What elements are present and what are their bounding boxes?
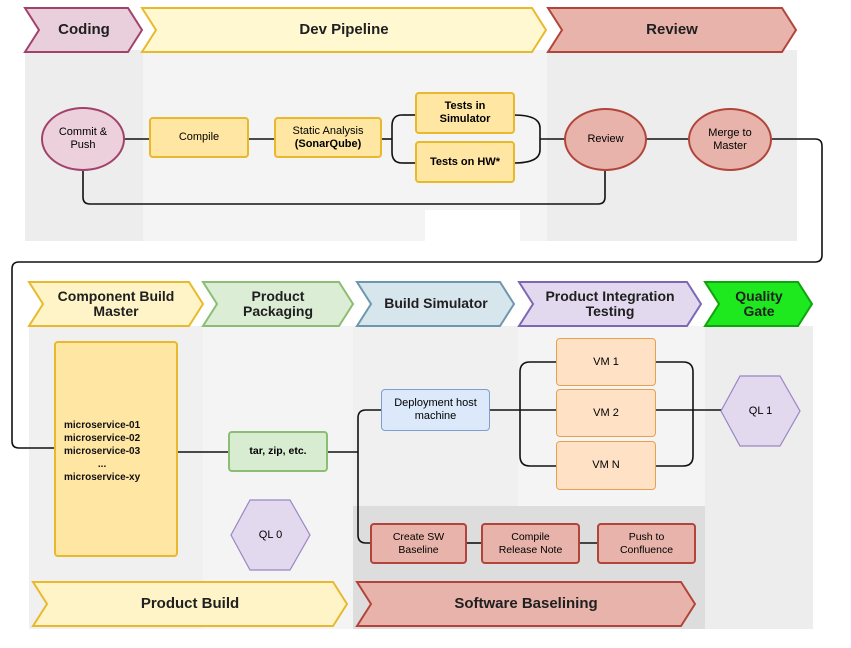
component-build-chevron xyxy=(27,281,205,327)
create-sw-baseline-node: Create SW Baseline xyxy=(370,523,467,564)
dev-pipeline-chevron xyxy=(140,7,548,53)
merge-master-node: Merge to Master xyxy=(688,108,772,171)
product-packaging-panel xyxy=(203,326,353,629)
microservice-item: microservice-xy xyxy=(64,472,141,483)
vmn-node: VM N xyxy=(556,441,656,490)
ql1-node: QL 1 xyxy=(721,376,800,446)
merge-master-label: Merge to Master xyxy=(708,126,752,152)
quality-gate-chevron xyxy=(703,281,814,327)
vm2-node: VM 2 xyxy=(556,389,656,437)
create-sw-baseline-label: Create SW Baseline xyxy=(392,531,445,556)
ql0-hexagon xyxy=(230,499,311,571)
archive-node: tar, zip, etc. xyxy=(228,431,328,472)
microservice-item: microservice-02 xyxy=(64,433,141,444)
edge-archive-baseline xyxy=(357,452,370,544)
tests-hw-label: Tests on HW* xyxy=(429,155,501,168)
white-patch xyxy=(425,210,520,241)
push-confluence-node: Push to Confluence xyxy=(597,523,696,564)
push-confluence-label: Push to Confluence xyxy=(619,531,674,556)
stage-coding: Coding xyxy=(58,20,110,38)
compile-label: Compile xyxy=(178,131,220,144)
compile-release-note-node: Compile Release Note xyxy=(481,523,580,564)
ql0-node: QL 0 xyxy=(231,500,310,570)
build-simulator-chevron xyxy=(355,281,516,327)
coding-chevron xyxy=(23,7,144,53)
static-analysis-label: Static Analysis xyxy=(292,124,364,137)
edge-vms-merge xyxy=(656,361,694,467)
stage-dev-pipeline: Dev Pipeline xyxy=(299,20,389,38)
commit-push-node: Commit & Push xyxy=(41,107,125,171)
ql1-label: QL 1 xyxy=(748,404,773,417)
vm1-label: VM 1 xyxy=(593,355,619,368)
review-label: Review xyxy=(587,133,624,146)
deployment-host-label: Deployment host machine xyxy=(394,397,477,422)
vmn-label: VM N xyxy=(592,459,620,472)
product-packaging-chevron xyxy=(201,281,355,327)
product-build-chevron xyxy=(31,581,349,627)
stage-software-baselining: Software Baselining xyxy=(454,594,598,612)
tests-simulator-node: Tests in Simulator xyxy=(415,92,515,134)
software-baselining-chevron xyxy=(355,581,697,627)
microservice-list: microservice-01 microservice-02 microser… xyxy=(64,419,140,484)
microservice-item: microservice-03 xyxy=(64,446,141,457)
product-integration-chevron xyxy=(517,281,703,327)
tests-hw-node: Tests on HW* xyxy=(415,141,515,183)
stage-product-integration-testing: Product Integration Testing xyxy=(545,287,675,319)
static-analysis-tool-label: (SonarQube) xyxy=(294,137,362,150)
stage-build-simulator: Build Simulator xyxy=(384,295,488,312)
stage-component-build-master: Component Build Master xyxy=(57,287,175,319)
stage-product-build: Product Build xyxy=(140,594,240,612)
edge-split-tests xyxy=(391,114,403,164)
stage-product-packaging: Product Packaging xyxy=(242,287,314,319)
edge-tests-merge xyxy=(513,114,541,164)
tests-simulator-label: Tests in Simulator xyxy=(439,100,491,125)
commit-push-label: Commit & Push xyxy=(58,126,108,151)
vm2-label: VM 2 xyxy=(593,406,619,419)
review-chevron xyxy=(546,7,798,53)
static-analysis-node: Static Analysis (SonarQube) xyxy=(274,117,382,158)
edge-review-loop xyxy=(82,171,606,205)
review-node: Review xyxy=(564,108,647,171)
edge-archive-host xyxy=(357,409,381,452)
ql1-hexagon xyxy=(720,375,801,447)
compile-release-note-label: Compile Release Note xyxy=(498,531,563,556)
ql0-label: QL 0 xyxy=(258,528,283,541)
microservices-box: microservice-01 microservice-02 microser… xyxy=(54,341,178,557)
microservice-item: microservice-01 xyxy=(64,420,141,431)
deployment-host-node: Deployment host machine xyxy=(381,389,490,431)
compile-node: Compile xyxy=(149,117,249,158)
stage-review: Review xyxy=(646,20,698,38)
edge-merge-to-build xyxy=(11,138,823,449)
edge-split-vms xyxy=(519,361,531,467)
vm1-node: VM 1 xyxy=(556,338,656,386)
stage-quality-gate: Quality Gate xyxy=(735,287,783,319)
archive-label: tar, zip, etc. xyxy=(249,445,307,458)
microservice-item: ... xyxy=(97,459,107,470)
